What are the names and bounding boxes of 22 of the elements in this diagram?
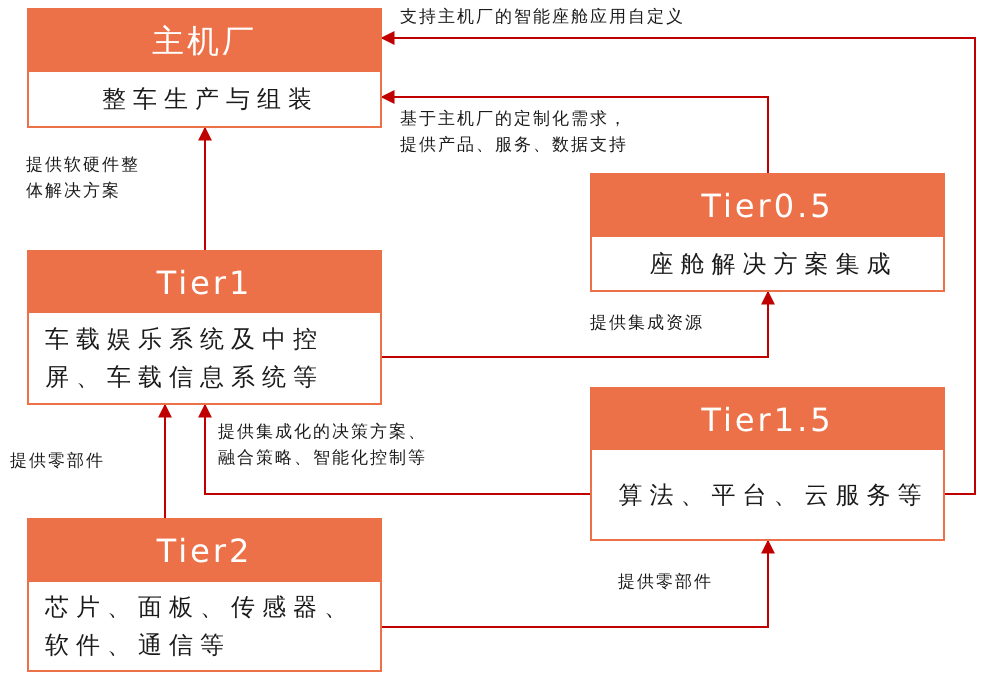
box-text: 算法、平台、云服务等: [618, 480, 930, 510]
org-box: [590, 387, 945, 541]
arrow: [380, 90, 769, 173]
box-title: Tier1: [29, 252, 380, 313]
arrow: [380, 31, 976, 495]
org-box: [27, 8, 382, 128]
arrow: [382, 290, 775, 358]
org-box: [27, 518, 382, 672]
org-box: [27, 250, 382, 405]
box-text: 座舱解决方案集成: [648, 248, 898, 280]
box-title: 主机厂: [29, 10, 380, 72]
org-box: [590, 173, 945, 292]
box-title: Tier1.5: [592, 389, 943, 450]
box-text: 车载娱乐系统及中控屏、车载信息系统等: [44, 324, 325, 393]
box-title: Tier2: [29, 520, 380, 582]
arrow: [382, 540, 775, 628]
arrow: [198, 126, 212, 250]
arrow: [198, 404, 590, 495]
box-text: 芯片、面板、传感器、软件、通信等: [44, 592, 356, 661]
box-text: 整车生产与组装: [101, 84, 320, 115]
arrow: [158, 404, 172, 518]
box-title: Tier0.5: [592, 175, 943, 237]
